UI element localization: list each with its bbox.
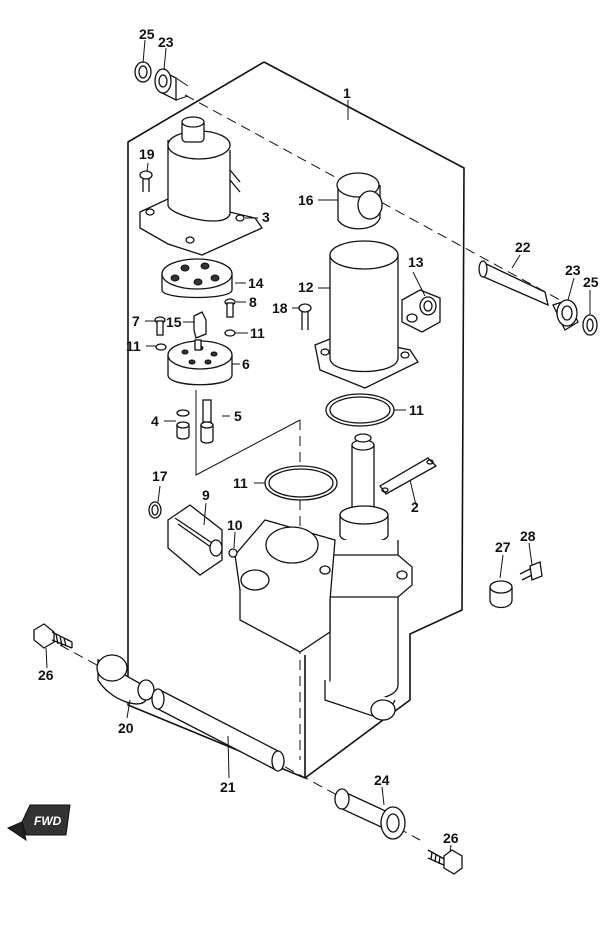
bolt-8 — [224, 298, 236, 318]
bolt-26-bottom — [427, 849, 463, 875]
leader-lines — [45, 39, 591, 853]
fitting-13 — [401, 289, 441, 333]
assembly-frame — [127, 61, 465, 779]
bolt-18 — [298, 303, 312, 330]
callout-9: 9 — [202, 487, 210, 503]
callout-23-right: 23 — [565, 262, 581, 278]
screw-19 — [139, 170, 153, 192]
valve-bracket — [195, 390, 301, 476]
callout-6: 6 — [242, 356, 250, 372]
o-ring-large-upper — [325, 393, 395, 427]
callout-19: 19 — [139, 146, 155, 162]
valve-15 — [193, 311, 207, 339]
callout-22: 22 — [515, 239, 531, 255]
callout-5: 5 — [234, 408, 242, 424]
rubber-mount-16 — [336, 172, 383, 230]
callout-11-right-small: 11 — [250, 325, 265, 341]
callout-25-right: 25 — [583, 274, 599, 290]
reservoir-12 — [314, 240, 419, 389]
bushing-27 — [489, 580, 513, 609]
callout-1: 1 — [343, 85, 351, 101]
pin-22 — [478, 260, 549, 307]
manual-valve-9 — [167, 504, 223, 576]
bolt-28 — [519, 561, 543, 581]
circlip-top-left — [134, 61, 152, 83]
callout-8: 8 — [249, 294, 257, 310]
callout-10: 10 — [227, 517, 243, 533]
callout-13: 13 — [408, 254, 424, 270]
callout-labels: 25 23 1 19 3 16 22 23 25 13 12 18 14 8 7… — [38, 26, 599, 846]
o-ring-small-right — [224, 329, 236, 337]
circlip-17 — [148, 501, 162, 519]
bushing-right-23 — [552, 299, 579, 331]
valve-body — [167, 339, 233, 386]
callout-3: 3 — [262, 209, 270, 225]
callout-14: 14 — [248, 275, 264, 291]
callout-27: 27 — [495, 539, 511, 555]
callout-7: 7 — [132, 313, 140, 329]
gear-pump — [161, 258, 233, 299]
callout-12: 12 — [298, 279, 314, 295]
callout-15: 15 — [166, 314, 182, 330]
callout-11-lower-ring: 11 — [233, 475, 248, 491]
callout-25-top: 25 — [139, 26, 155, 42]
circlip-right-25 — [582, 314, 598, 336]
callout-24: 24 — [374, 772, 390, 788]
forward-direction-badge: FWD — [6, 804, 71, 842]
bolt-26-left — [33, 623, 73, 649]
callout-17: 17 — [152, 468, 168, 484]
callout-11-upper-ring: 11 — [409, 402, 424, 418]
callout-2: 2 — [411, 499, 419, 515]
callout-23-top: 23 — [158, 34, 174, 50]
callout-4: 4 — [151, 413, 159, 429]
o-ring-large-lower — [264, 465, 338, 501]
callout-11-left-small: 11 — [126, 338, 141, 354]
bushing-top-left — [154, 68, 189, 102]
tilt-cylinder — [234, 433, 413, 721]
o-ring-small-left — [155, 343, 167, 351]
callout-28: 28 — [520, 528, 536, 544]
bushing-24 — [334, 788, 406, 840]
sleeve-20 — [96, 654, 155, 705]
o-ring-10 — [228, 548, 238, 558]
callout-16: 16 — [298, 192, 314, 208]
fwd-label: FWD — [34, 814, 62, 828]
callout-21: 21 — [220, 779, 236, 795]
anode-2 — [379, 457, 438, 495]
check-valve-5 — [200, 399, 214, 444]
callout-26-left: 26 — [38, 667, 54, 683]
valve-seat-4 — [176, 409, 190, 440]
callout-18: 18 — [272, 300, 288, 316]
callout-20: 20 — [118, 720, 134, 736]
bolt-7 — [154, 316, 166, 336]
trim-motor — [139, 116, 263, 256]
shaft-21 — [151, 688, 285, 772]
callout-26-bottom: 26 — [443, 830, 459, 846]
